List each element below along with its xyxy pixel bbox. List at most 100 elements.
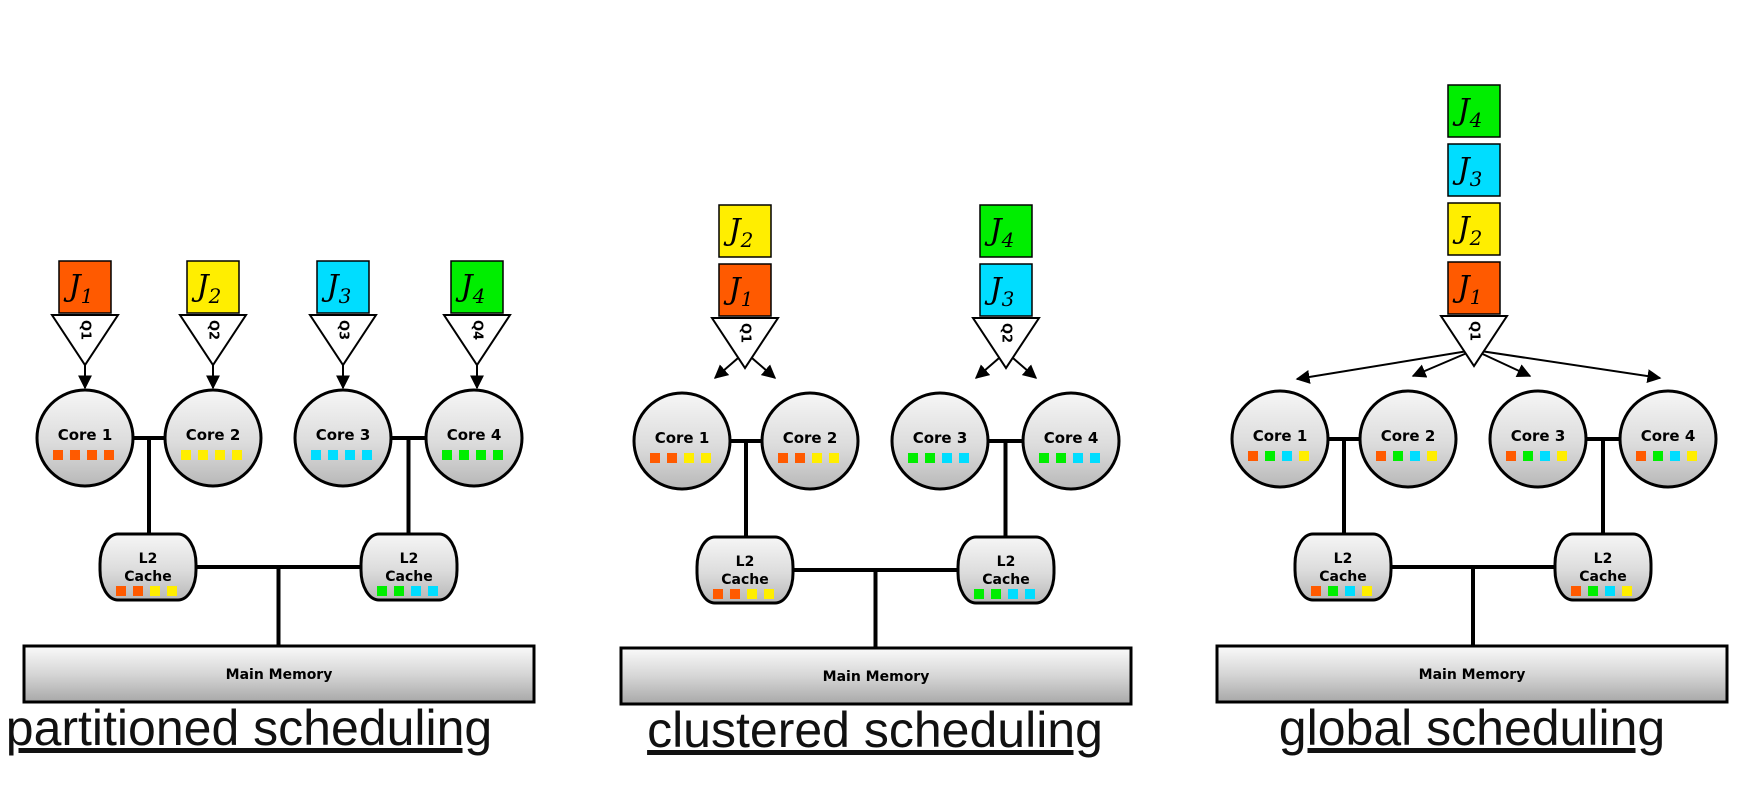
cache-dot-J3 [411,586,421,596]
cache-line-dot-J1 [53,450,63,460]
queue-label: Q1 [738,323,753,343]
cache-line-dot-J4 [1056,453,1066,463]
job-j4: J4 [1447,84,1501,138]
cache-line-dot-J1 [667,453,677,463]
cache-dot-J2 [747,589,757,599]
cache-line-dot-J4 [1265,451,1275,461]
job-j1: J1 [58,260,112,314]
core-circle [424,388,524,488]
cache-dot-J1 [730,589,740,599]
cache-line-dot-J2 [701,453,711,463]
job-box [979,204,1033,258]
cache-dot-J1 [1571,586,1581,596]
core-circle [1358,389,1458,489]
cache-label: Cache [1579,569,1626,585]
cache-dot-J2 [167,586,177,596]
job-j2: J2 [186,260,240,314]
cache-dot-J1 [133,586,143,596]
cache-line-dot-J3 [1282,451,1292,461]
job-j1: J1 [1447,261,1501,315]
job-box [979,263,1033,317]
queue-label: Q3 [336,320,351,340]
job-box [316,260,370,314]
cache-line-dot-J1 [104,450,114,460]
cache-dot-J3 [1345,586,1355,596]
job-j1: J1 [718,263,772,317]
job-box [186,260,240,314]
cache-dot-J2 [150,586,160,596]
cache-dot-J1 [116,586,126,596]
queue-label: Q1 [78,320,93,340]
cache-line-dot-J4 [1039,453,1049,463]
cache-line-dot-J1 [795,453,805,463]
cache-dot-J4 [974,589,984,599]
cache-line-dot-J3 [1073,453,1083,463]
cache-dot-J2 [764,589,774,599]
cache-line-dot-J4 [1653,451,1663,461]
core-label: Core 4 [1641,427,1696,445]
core-2: Core 2 [1358,389,1458,489]
job-j2: J2 [1447,202,1501,256]
core-label: Core 1 [58,426,113,444]
cache-line-dot-J1 [1248,451,1258,461]
l2-cache-box [956,535,1056,605]
cache-line-dot-J2 [1299,451,1309,461]
l2-label: L2 [400,551,419,567]
cache-label: Cache [124,569,171,585]
job-box [1447,202,1501,256]
core-label: Core 3 [316,426,371,444]
l2-cache-box [695,535,795,605]
main-memory: Main Memory [22,644,536,704]
cache-line-dot-J2 [829,453,839,463]
job-j3: J3 [1447,143,1501,197]
cache-line-dot-J2 [215,450,225,460]
cache-line-dot-J3 [328,450,338,460]
core-circle [632,391,732,491]
queue-label: Q2 [206,320,221,340]
cache-label: Cache [982,572,1029,588]
main-memory: Main Memory [619,646,1133,706]
queue-triangle [1439,315,1509,368]
cache-dot-J2 [1622,586,1632,596]
core-4: Core 4 [1618,389,1718,489]
cache-line-dot-J4 [1523,451,1533,461]
core-3: Core 3 [1488,389,1588,489]
panel-caption: clustered scheduling [647,702,1103,758]
cache-label: Cache [721,572,768,588]
core-circle [890,391,990,491]
cache-line-dot-J4 [442,450,452,460]
main-memory-box [22,644,536,704]
cache-line-dot-J3 [362,450,372,460]
main-memory-box [1215,644,1729,704]
queue-label: Q1 [1467,321,1482,341]
cache-dot-J4 [1328,586,1338,596]
core-circle [1618,389,1718,489]
cache-line-dot-J1 [70,450,80,460]
core-3: Core 3 [890,391,990,491]
cache-dot-J4 [1588,586,1598,596]
core-1: Core 1 [35,388,135,488]
job-box [58,260,112,314]
cache-line-dot-J1 [778,453,788,463]
core-2: Core 2 [163,388,263,488]
core-label: Core 2 [783,429,838,447]
job-j3: J3 [316,260,370,314]
job-box [718,204,772,258]
queue-label: Q2 [999,323,1014,343]
cache-line-dot-J4 [459,450,469,460]
main-memory-box [619,646,1133,706]
cache-line-dot-J3 [1410,451,1420,461]
main-memory-label: Main Memory [1419,667,1526,683]
job-box [718,263,772,317]
